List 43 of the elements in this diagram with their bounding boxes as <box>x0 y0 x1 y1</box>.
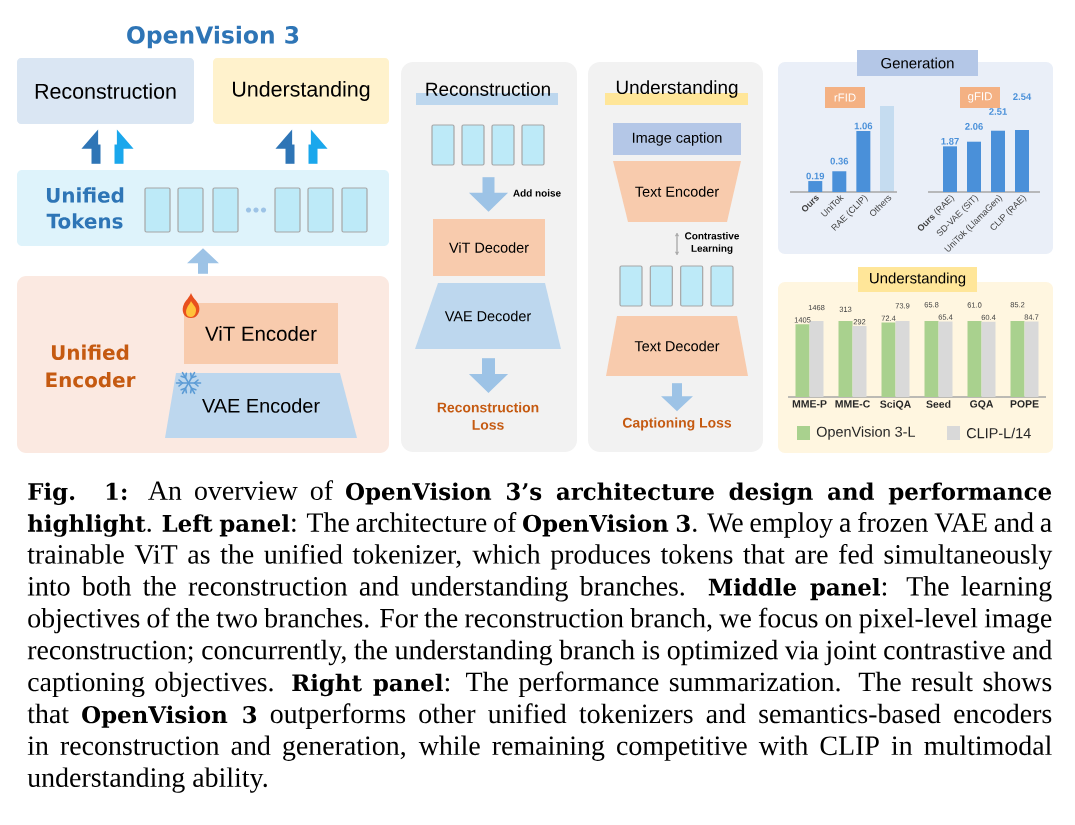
x-tick-label: MME-P <box>792 400 827 408</box>
bar <box>1015 129 1030 192</box>
x-tick-label: POPE <box>1010 400 1039 408</box>
heading-tab: Generation <box>857 50 978 76</box>
edge-label: Add noise <box>513 189 561 197</box>
chart-title: gFID <box>968 92 992 103</box>
output-box: Reconstruction <box>17 58 194 124</box>
x-tick-label: SciQA <box>880 400 911 410</box>
loss-label: Reconstruction Loss <box>437 402 539 430</box>
edge-label: Contrastive Learning <box>685 232 740 254</box>
chart-title: rFID <box>825 87 865 108</box>
data-label: 1.87 <box>941 137 959 145</box>
bar <box>967 141 982 192</box>
data-label: 0.19 <box>806 172 825 180</box>
off-scale-bar <box>880 106 894 192</box>
x-tick-label: Seed <box>926 400 951 408</box>
output-box: Understanding <box>213 58 389 124</box>
decoder-box: ViT Decoder <box>433 219 545 276</box>
data-label: 1.06 <box>854 122 873 130</box>
highlighted-heading: Understanding <box>605 80 748 105</box>
heading-tab: Understanding <box>858 267 977 292</box>
panel-label: Unified Encoder <box>46 344 136 388</box>
chart-title: rFID <box>834 93 856 102</box>
data-label: 2.51 <box>989 108 1007 115</box>
decoder-trapezoid: VAE Decoder <box>415 283 561 349</box>
x-tick-label: GQA <box>970 400 994 410</box>
legend-label: CLIP-L/14 <box>966 427 1031 439</box>
data-label: 2.54 <box>1013 93 1032 101</box>
bar <box>991 130 1006 192</box>
encoder-box: ViT Encoder <box>184 303 338 364</box>
data-label: 0.36 <box>830 157 849 165</box>
band-label: Unified Tokens <box>46 187 124 229</box>
x-tick-label: MME-C <box>835 400 870 408</box>
data-label: 2.06 <box>965 123 983 130</box>
bar <box>943 146 958 192</box>
caption: Fig. 1: An overview of OpenVision 3’s architecture design and performance highlight. Left panel: The architecture of OpenVision 3. We employ a frozen VAE and a trainable ViT as the unified tokenizer, which produces tokens that are fed simultaneously into both the reconstruction and understanding branches. Middle panel: The learning objectives of the two branches. For the reconstruction branch, we focus on pixel-level image reconstruction; concurrently, the understanding branch is optimized via joint contrastive and captioning objectives. Right panel: The performance summarization. The result shows that OpenVision 3 outperforms other unified tokenizers and semantics-based encoders in reconstruction and generation, while remaining competitive with CLIP in multimodal understanding ability. <box>27 480 1053 793</box>
chart-title: gFID <box>960 87 1000 108</box>
title: OpenVision 3 <box>127 25 299 49</box>
loss-label: Captioning Loss <box>622 417 732 431</box>
encoder-trapezoid: Text Encoder <box>613 161 741 222</box>
input-box: Image caption <box>613 123 741 155</box>
highlighted-heading: Reconstruction <box>416 82 558 105</box>
legend-label: OpenVision 3-L <box>816 426 915 440</box>
